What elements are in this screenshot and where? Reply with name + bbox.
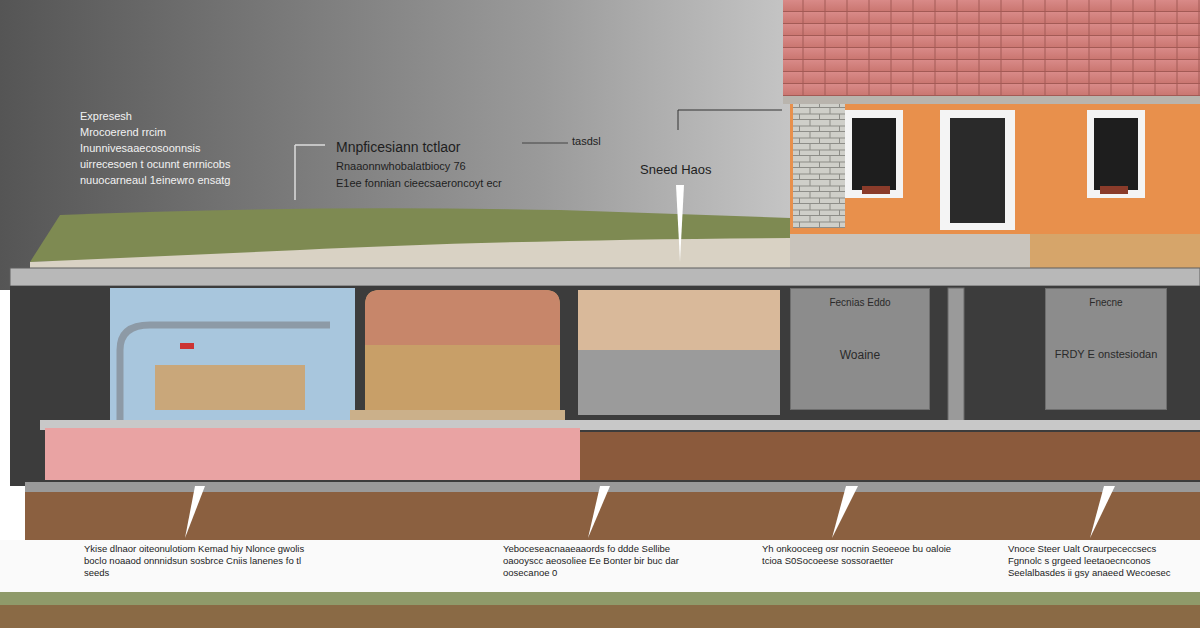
roof (783, 0, 1200, 100)
caption-note: Yeboceseacnaaeaaords fo ddde Sellibe oao… (503, 543, 703, 579)
annotation-label: Mrocoerend rrcim (80, 126, 280, 140)
annotation-label: E1ee fonnian cieecsaeroncoyt ecr (336, 177, 556, 191)
leader-line (678, 110, 782, 130)
pointer (588, 486, 610, 538)
concrete-block (578, 350, 780, 415)
gravel-block (578, 290, 780, 350)
soil-block-top (365, 290, 560, 345)
window-pane (1094, 118, 1138, 190)
water-tank (110, 288, 355, 425)
annotation-label: Rnaaonnwhobalatbiocy 76 (336, 160, 556, 174)
annotation-label: Sneed Haos (640, 162, 740, 178)
paving (1030, 234, 1200, 268)
flower-box (862, 186, 890, 194)
brick-wall (793, 104, 845, 228)
box-heading: Fecnias Eddo (829, 297, 890, 308)
basement-box: Fecnias EddoWoaine (790, 288, 930, 410)
basement-box: FnecneFRDY E onstesiodan (1045, 288, 1167, 410)
caption-note: Vnoce Steer Ualt Oraurpececcsecs Fgnnolc… (1008, 543, 1188, 579)
paving (790, 234, 1030, 268)
roof-edge (783, 96, 1200, 104)
caption-note: Yh onkooceeg osr nocnin Seoeeoe bu oaloi… (762, 543, 952, 567)
box-label: Woaine (840, 348, 880, 362)
house-wall (790, 104, 1200, 234)
subsoil-layer (580, 432, 1200, 480)
background (0, 0, 1200, 290)
earth-layer (25, 492, 1200, 540)
leader-line (295, 144, 325, 146)
window (845, 110, 903, 198)
leader-line (522, 143, 568, 144)
annotation-label: nuuocarneaul 1einewro ensatg (80, 174, 280, 188)
annotation-label: Mnpficesiann tctlaor (336, 139, 516, 157)
grass-strip (0, 592, 1200, 606)
annotation-label: uirrecesoen t ocunnt enrnicobs (80, 158, 280, 172)
window (1087, 110, 1145, 198)
door (940, 110, 1015, 230)
annotation-label: Inunnivesaaecosoonnsis (80, 142, 280, 156)
window-pane (852, 118, 896, 190)
pointer (832, 486, 858, 538)
pointer (676, 185, 684, 262)
annotation-label: tasdsl (572, 135, 632, 149)
flower-box (1100, 186, 1128, 194)
top-slab (10, 268, 1200, 286)
sand-fill (155, 365, 305, 410)
ground-strip (0, 605, 1200, 628)
annotation-label: Expresesh (80, 110, 280, 124)
caption-note: Ykise dlnaor oiteonulotiom Kemad hiy Nlo… (84, 543, 314, 579)
basement-void (10, 286, 1200, 486)
pointer (185, 486, 205, 538)
insulation-layer (45, 428, 580, 480)
caption-panel (0, 540, 1200, 595)
valve (180, 343, 194, 349)
pointer (1090, 486, 1115, 538)
leader-line (294, 145, 296, 200)
gravel-layer (30, 234, 1200, 270)
box-label: FRDY E onstesiodan (1055, 348, 1158, 360)
soil-block (365, 290, 560, 420)
door-glass (950, 118, 1005, 223)
pipe (120, 325, 330, 420)
box-heading: Fnecne (1089, 297, 1122, 308)
drain-pipe (948, 288, 964, 425)
